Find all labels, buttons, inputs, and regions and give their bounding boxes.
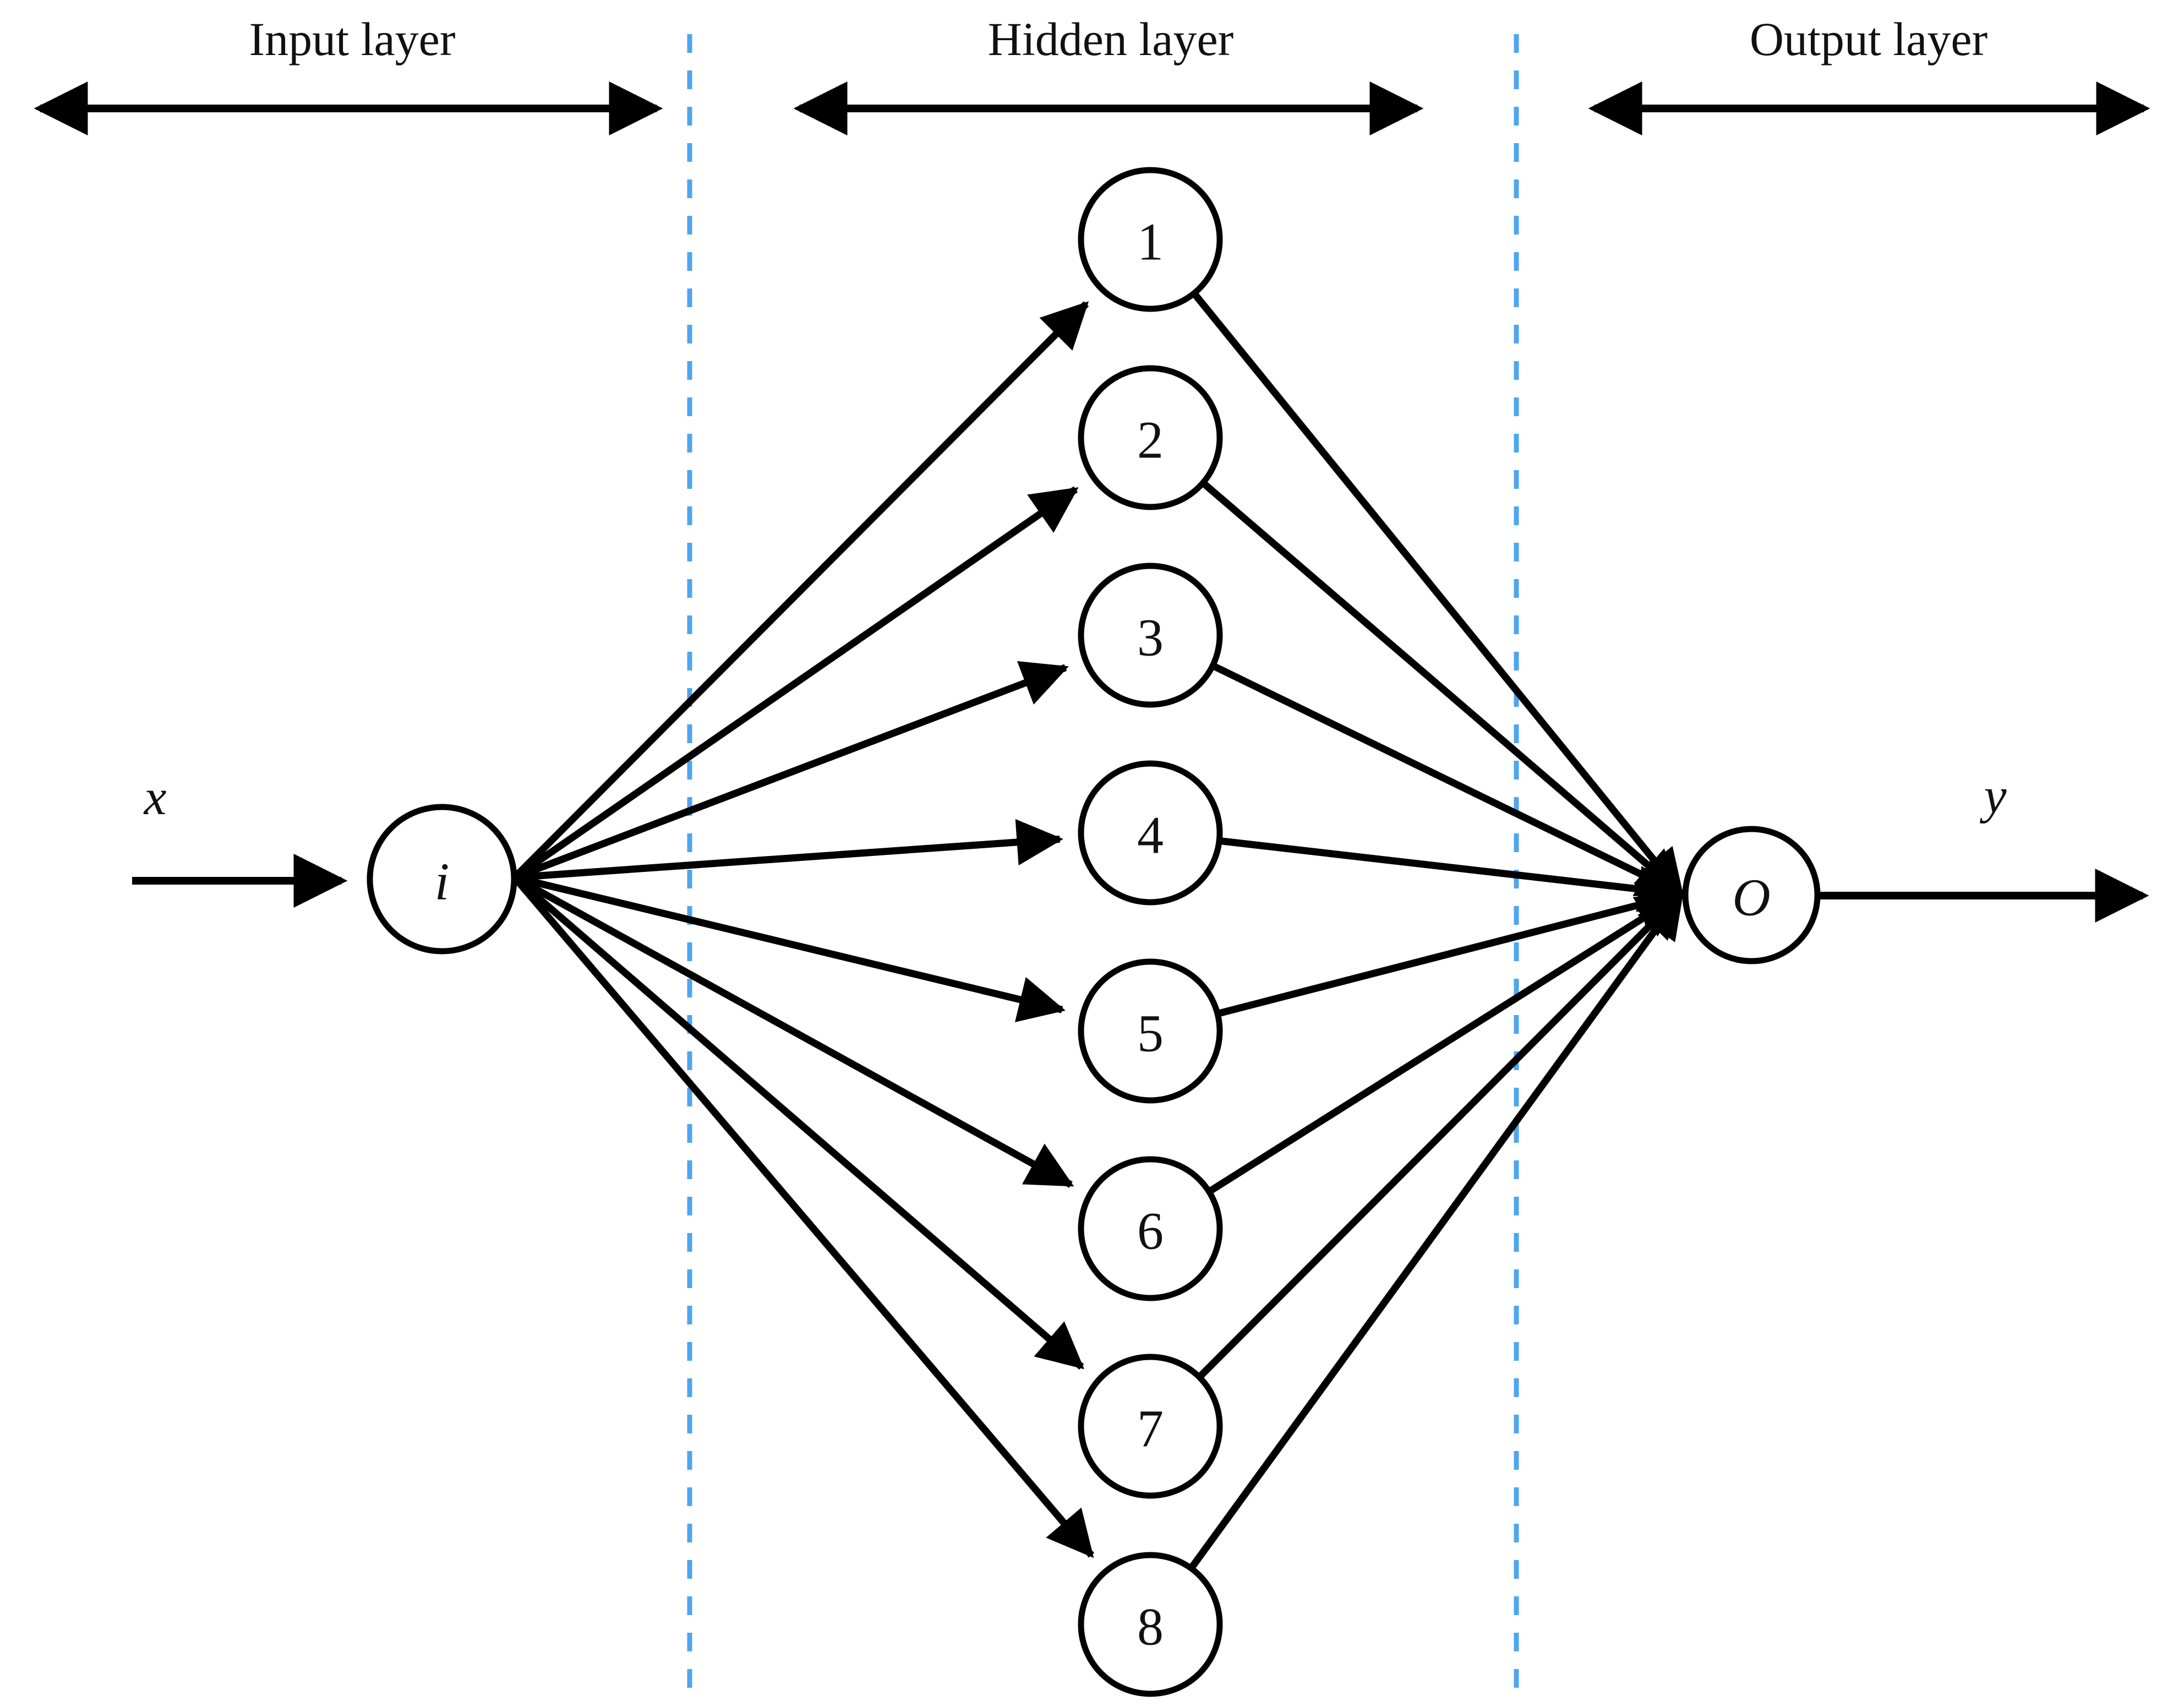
edge-i-to-6	[512, 874, 1074, 1188]
layer-dividers	[687, 34, 1519, 1701]
output-variable-label: y	[1980, 767, 2007, 823]
edge-i-to-8	[512, 875, 1095, 1558]
input-node-label: i	[435, 852, 450, 911]
hidden-to-output-edges	[1188, 291, 1685, 1570]
output-node	[1682, 826, 1821, 964]
hidden-node-6	[1078, 1156, 1223, 1301]
input-node	[367, 804, 517, 955]
edge-1-to-O	[1191, 291, 1685, 897]
hidden-node-7-label: 7	[1137, 1399, 1164, 1458]
hidden-node-1-label: 1	[1137, 212, 1164, 271]
section-label-input: Input layer	[249, 13, 456, 66]
hidden-node-6-label: 6	[1137, 1202, 1164, 1261]
edge-i-to-7	[512, 875, 1085, 1370]
edge-i-to-2	[512, 486, 1079, 881]
hidden-node-5-label: 5	[1137, 1004, 1164, 1063]
io-signal-arrows	[132, 854, 2149, 923]
edge-i-to-4	[514, 819, 1063, 881]
hidden-node-7	[1078, 1354, 1223, 1499]
diagram-text-labels: Input layer Hidden layer Output layer i 1 2 3 4…	[143, 13, 2007, 1656]
edge-4-to-O	[1219, 837, 1685, 913]
input-variable-label: x	[143, 769, 167, 825]
edge-6-to-O	[1207, 891, 1685, 1195]
section-label-hidden: Hidden layer	[988, 13, 1234, 66]
hidden-node-2	[1078, 365, 1223, 510]
edge-i-to-5	[514, 874, 1066, 1023]
network-nodes	[367, 167, 1821, 1697]
edge-8-to-O	[1188, 891, 1685, 1570]
output-node-label: O	[1732, 868, 1770, 927]
edge-3-to-O	[1211, 662, 1685, 897]
section-label-output: Output layer	[1750, 13, 1988, 66]
hidden-node-3-label: 3	[1137, 608, 1164, 667]
hidden-node-2-label: 2	[1137, 411, 1164, 470]
edge-i-to-1	[512, 301, 1089, 880]
edge-i-to-3	[513, 661, 1069, 881]
hidden-node-5	[1078, 958, 1223, 1104]
edge-2-to-O	[1200, 480, 1684, 897]
hidden-node-4	[1078, 760, 1223, 906]
hidden-node-4-label: 4	[1137, 806, 1164, 865]
hidden-node-3	[1078, 563, 1223, 708]
hidden-node-1	[1078, 167, 1223, 312]
hidden-node-8-label: 8	[1137, 1597, 1164, 1656]
input-to-hidden-edges	[512, 301, 1095, 1558]
edge-7-to-O	[1197, 891, 1684, 1380]
hidden-node-8	[1078, 1552, 1223, 1697]
edge-5-to-O	[1216, 882, 1685, 1017]
